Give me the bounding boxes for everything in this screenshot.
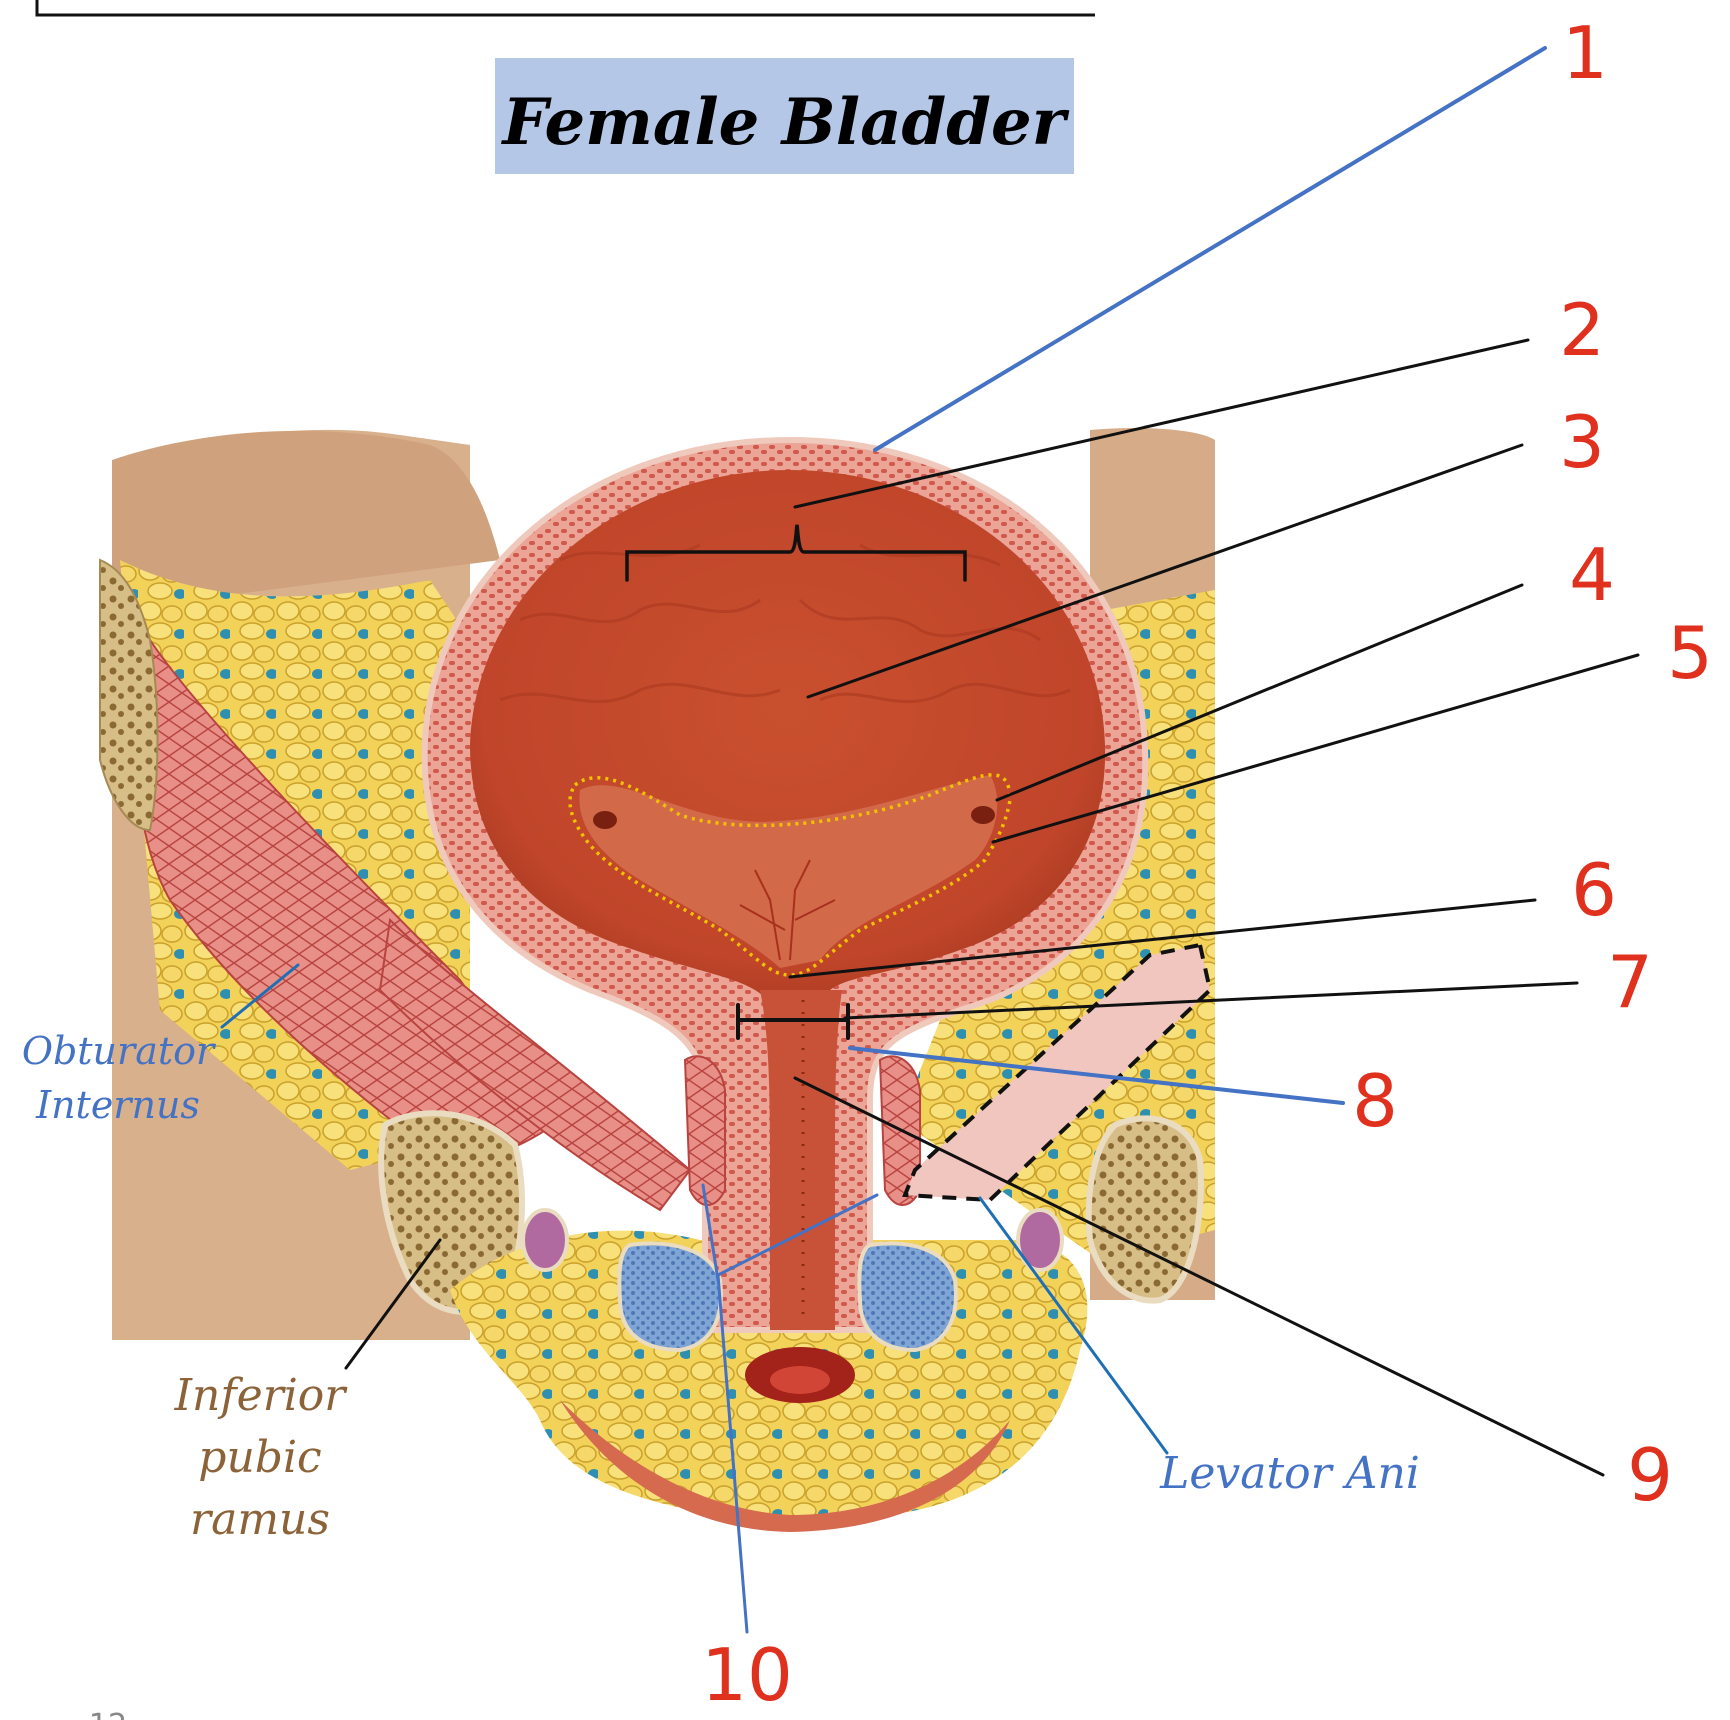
left-crus <box>521 1208 569 1272</box>
right-pubic-ramus-bone <box>1085 1115 1204 1304</box>
header-border-line <box>35 0 1095 17</box>
left-ilium-bone <box>99 558 159 832</box>
number-10: 10 <box>701 1633 793 1717</box>
number-6: 6 <box>1571 848 1617 932</box>
label-pubic-line2: pubic <box>198 1432 321 1483</box>
leader-10-upper-left <box>701 1183 720 1282</box>
number-1: 1 <box>1562 11 1608 95</box>
number-4: 4 <box>1569 533 1615 617</box>
number-5: 5 <box>1667 611 1713 695</box>
label-levator-ani: Levator Ani <box>1159 1448 1420 1499</box>
trigone-vessels <box>739 859 836 961</box>
number-labels: 1 2 3 4 5 6 7 8 9 10 <box>701 11 1713 1717</box>
leader-10-lower <box>716 1273 749 1634</box>
label-obturator-line2: Internus <box>35 1083 200 1127</box>
leader-9 <box>793 1076 1605 1477</box>
peritoneum-top-left <box>112 430 500 610</box>
number-2: 2 <box>1559 288 1605 372</box>
leader-obturator <box>220 963 300 1029</box>
leader-4 <box>995 583 1524 802</box>
page-number: 12 <box>89 1708 127 1720</box>
leader-5 <box>991 653 1640 844</box>
title-background <box>495 58 1074 174</box>
left-ureteric-orifice <box>593 811 617 829</box>
leader-2 <box>793 338 1530 509</box>
right-ureteric-orifice <box>971 806 995 824</box>
leader-3 <box>806 443 1524 699</box>
leader-6 <box>788 898 1537 979</box>
number-7: 7 <box>1607 940 1653 1024</box>
leader-levator <box>978 1196 1169 1455</box>
anatomy-illustration <box>99 428 1215 1532</box>
leader-10-branch <box>716 1193 879 1277</box>
mucosal-folds <box>499 543 1071 704</box>
number-8: 8 <box>1352 1059 1398 1143</box>
label-obturator-line1: Obturator <box>22 1029 217 1073</box>
leader-7 <box>843 981 1579 1020</box>
leader-pubic <box>344 1238 442 1370</box>
leader-8 <box>848 1046 1345 1105</box>
left-inner-muscle <box>378 917 692 1212</box>
left-vestibular-bulb <box>617 1241 723 1353</box>
fundus-bracket <box>625 524 967 582</box>
right-vestibular-bulb <box>857 1241 958 1353</box>
labia-region <box>560 1400 1010 1532</box>
vaginal-orifice-inner <box>770 1366 830 1394</box>
label-pubic-line1: Inferior <box>174 1370 349 1421</box>
urethra <box>760 990 842 1330</box>
page-title: Female Bladder <box>501 85 1070 160</box>
label-pubic-line3: ramus <box>190 1494 330 1545</box>
leader-lines <box>220 46 1640 1634</box>
urethra-length-bar <box>736 1003 850 1040</box>
trigone-area <box>579 775 998 968</box>
right-crus <box>1016 1208 1064 1272</box>
number-9: 9 <box>1627 1433 1673 1517</box>
leader-1 <box>873 46 1547 452</box>
number-3: 3 <box>1559 400 1605 484</box>
left-urethral-sphincter <box>683 1055 726 1206</box>
